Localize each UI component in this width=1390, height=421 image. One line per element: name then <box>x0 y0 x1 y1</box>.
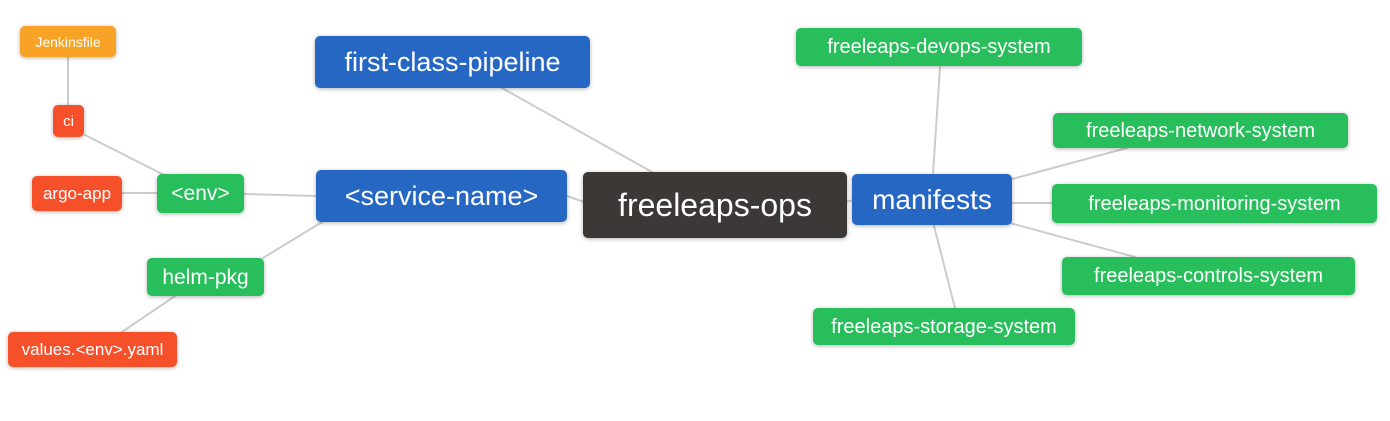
node-argo-app[interactable]: argo-app <box>32 176 122 211</box>
edge-manifests-devops <box>932 66 941 175</box>
node-manifests[interactable]: manifests <box>852 174 1012 225</box>
node-freeleaps-devops-system[interactable]: freeleaps-devops-system <box>796 28 1082 66</box>
node-freeleaps-ops[interactable]: freeleaps-ops <box>583 172 847 238</box>
node-freeleaps-controls-system[interactable]: freeleaps-controls-system <box>1062 257 1355 295</box>
node-label-freeleaps-monitoring-system: freeleaps-monitoring-system <box>1088 192 1341 215</box>
node-freeleaps-network-system[interactable]: freeleaps-network-system <box>1053 113 1348 148</box>
node-label-ci: ci <box>63 112 74 130</box>
node-label-first-class-pipeline: first-class-pipeline <box>344 46 561 77</box>
node-label-freeleaps-ops: freeleaps-ops <box>618 187 812 223</box>
node-freeleaps-storage-system[interactable]: freeleaps-storage-system <box>813 308 1075 345</box>
node-label-values-env-yaml: values.<env>.yaml <box>21 340 164 359</box>
edge-service-name-ops <box>566 195 585 203</box>
node-ci[interactable]: ci <box>53 105 84 137</box>
node-env[interactable]: <env> <box>157 174 244 213</box>
node-label-service-name: <service-name> <box>344 180 539 211</box>
edge-ci-env <box>84 134 167 177</box>
node-label-helm-pkg: helm-pkg <box>162 265 249 289</box>
node-first-class-pipeline[interactable]: first-class-pipeline <box>315 36 590 88</box>
node-label-argo-app: argo-app <box>42 184 112 203</box>
edge-manifests-storage <box>933 225 956 309</box>
edge-service-name-helm-pkg <box>262 221 323 259</box>
edge-helm-pkg-values <box>121 295 176 333</box>
node-label-env: <env> <box>171 182 230 205</box>
edge-manifests-controls <box>1009 222 1136 258</box>
edge-env-service-name <box>243 193 317 197</box>
node-service-name[interactable]: <service-name> <box>316 170 567 222</box>
node-label-freeleaps-controls-system: freeleaps-controls-system <box>1094 265 1323 287</box>
node-label-freeleaps-storage-system: freeleaps-storage-system <box>831 315 1057 338</box>
node-values-env-yaml[interactable]: values.<env>.yaml <box>8 332 177 367</box>
node-label-freeleaps-network-system: freeleaps-network-system <box>1086 119 1315 142</box>
node-jenkinsfile[interactable]: Jenkinsfile <box>20 26 116 57</box>
edge-manifests-network <box>1011 147 1128 180</box>
node-label-jenkinsfile: Jenkinsfile <box>35 33 101 50</box>
node-label-manifests: manifests <box>872 183 992 215</box>
node-helm-pkg[interactable]: helm-pkg <box>147 258 264 296</box>
edge-pipeline-ops <box>501 87 653 173</box>
node-freeleaps-monitoring-system[interactable]: freeleaps-monitoring-system <box>1052 184 1377 223</box>
node-label-freeleaps-devops-system: freeleaps-devops-system <box>827 36 1051 58</box>
